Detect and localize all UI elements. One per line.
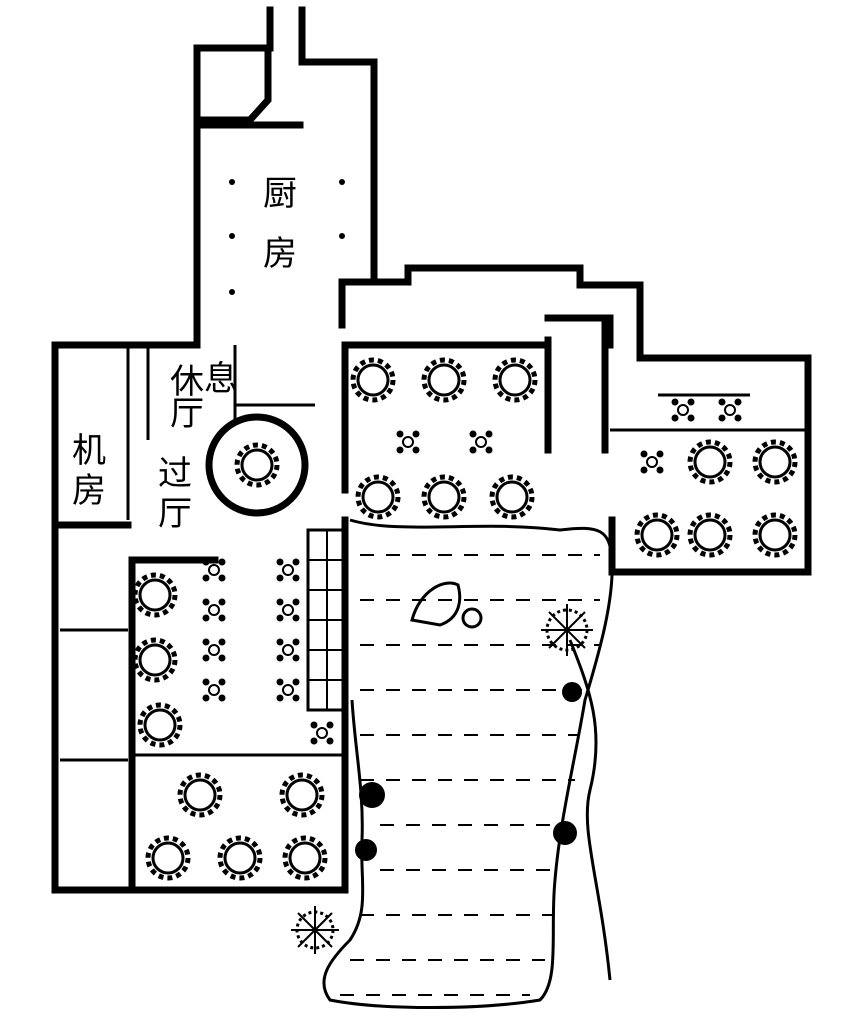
round-table	[217, 835, 263, 881]
round-table	[421, 357, 467, 403]
shrub-4	[553, 821, 577, 845]
small-table	[202, 558, 226, 582]
round-table	[355, 474, 401, 520]
round-table	[282, 835, 328, 881]
small-table	[276, 558, 300, 582]
small-table	[202, 638, 226, 662]
round-table	[687, 439, 733, 485]
hall-label-2: 厅	[158, 494, 192, 534]
tree-1	[541, 604, 593, 656]
round-table	[421, 474, 467, 520]
round-table	[145, 835, 191, 881]
small-table	[469, 430, 493, 454]
plants	[291, 604, 593, 954]
small-table	[640, 450, 664, 474]
small-tables	[202, 398, 742, 745]
hall-label-1: 过	[158, 454, 192, 494]
round-tables	[132, 357, 798, 881]
small-table	[718, 398, 742, 422]
round-table	[137, 702, 183, 748]
shrub-2	[359, 782, 385, 808]
lounge-label-3: 厅	[170, 394, 204, 434]
round-table	[279, 772, 325, 818]
round-table	[752, 512, 798, 558]
machine-room-label-1: 机	[72, 431, 106, 471]
round-table	[634, 512, 680, 558]
room-labels: 厨 房 休 息 厅 机 房 过 厅	[72, 174, 297, 534]
round-table	[177, 772, 223, 818]
round-hall-wall	[205, 413, 309, 517]
round-table	[492, 357, 538, 403]
round-table	[350, 357, 396, 403]
bridge	[306, 528, 348, 712]
round-table	[132, 637, 178, 683]
round-table	[752, 439, 798, 485]
rock	[410, 581, 462, 627]
machine-room-label-2: 房	[72, 471, 106, 511]
lounge-label-1: 休	[170, 362, 204, 402]
shrub-1	[562, 682, 582, 702]
small-table	[276, 678, 300, 702]
lounge-label-2: 息	[204, 359, 238, 399]
small-table	[202, 678, 226, 702]
kitchen-columns	[229, 179, 345, 295]
round-table	[489, 474, 535, 520]
tree-2	[291, 906, 339, 954]
small-table	[276, 638, 300, 662]
pond	[322, 518, 614, 1009]
kitchen-label-1: 厨	[263, 174, 297, 214]
small-table	[310, 721, 334, 745]
small-table	[671, 398, 695, 422]
round-table	[234, 442, 280, 488]
round-table	[687, 512, 733, 558]
small-table	[276, 598, 300, 622]
round-table	[132, 572, 178, 618]
kitchen-label-2: 房	[263, 234, 297, 274]
lantern	[461, 607, 483, 629]
small-table	[396, 430, 420, 454]
shrub-3	[355, 839, 377, 861]
small-table	[202, 598, 226, 622]
